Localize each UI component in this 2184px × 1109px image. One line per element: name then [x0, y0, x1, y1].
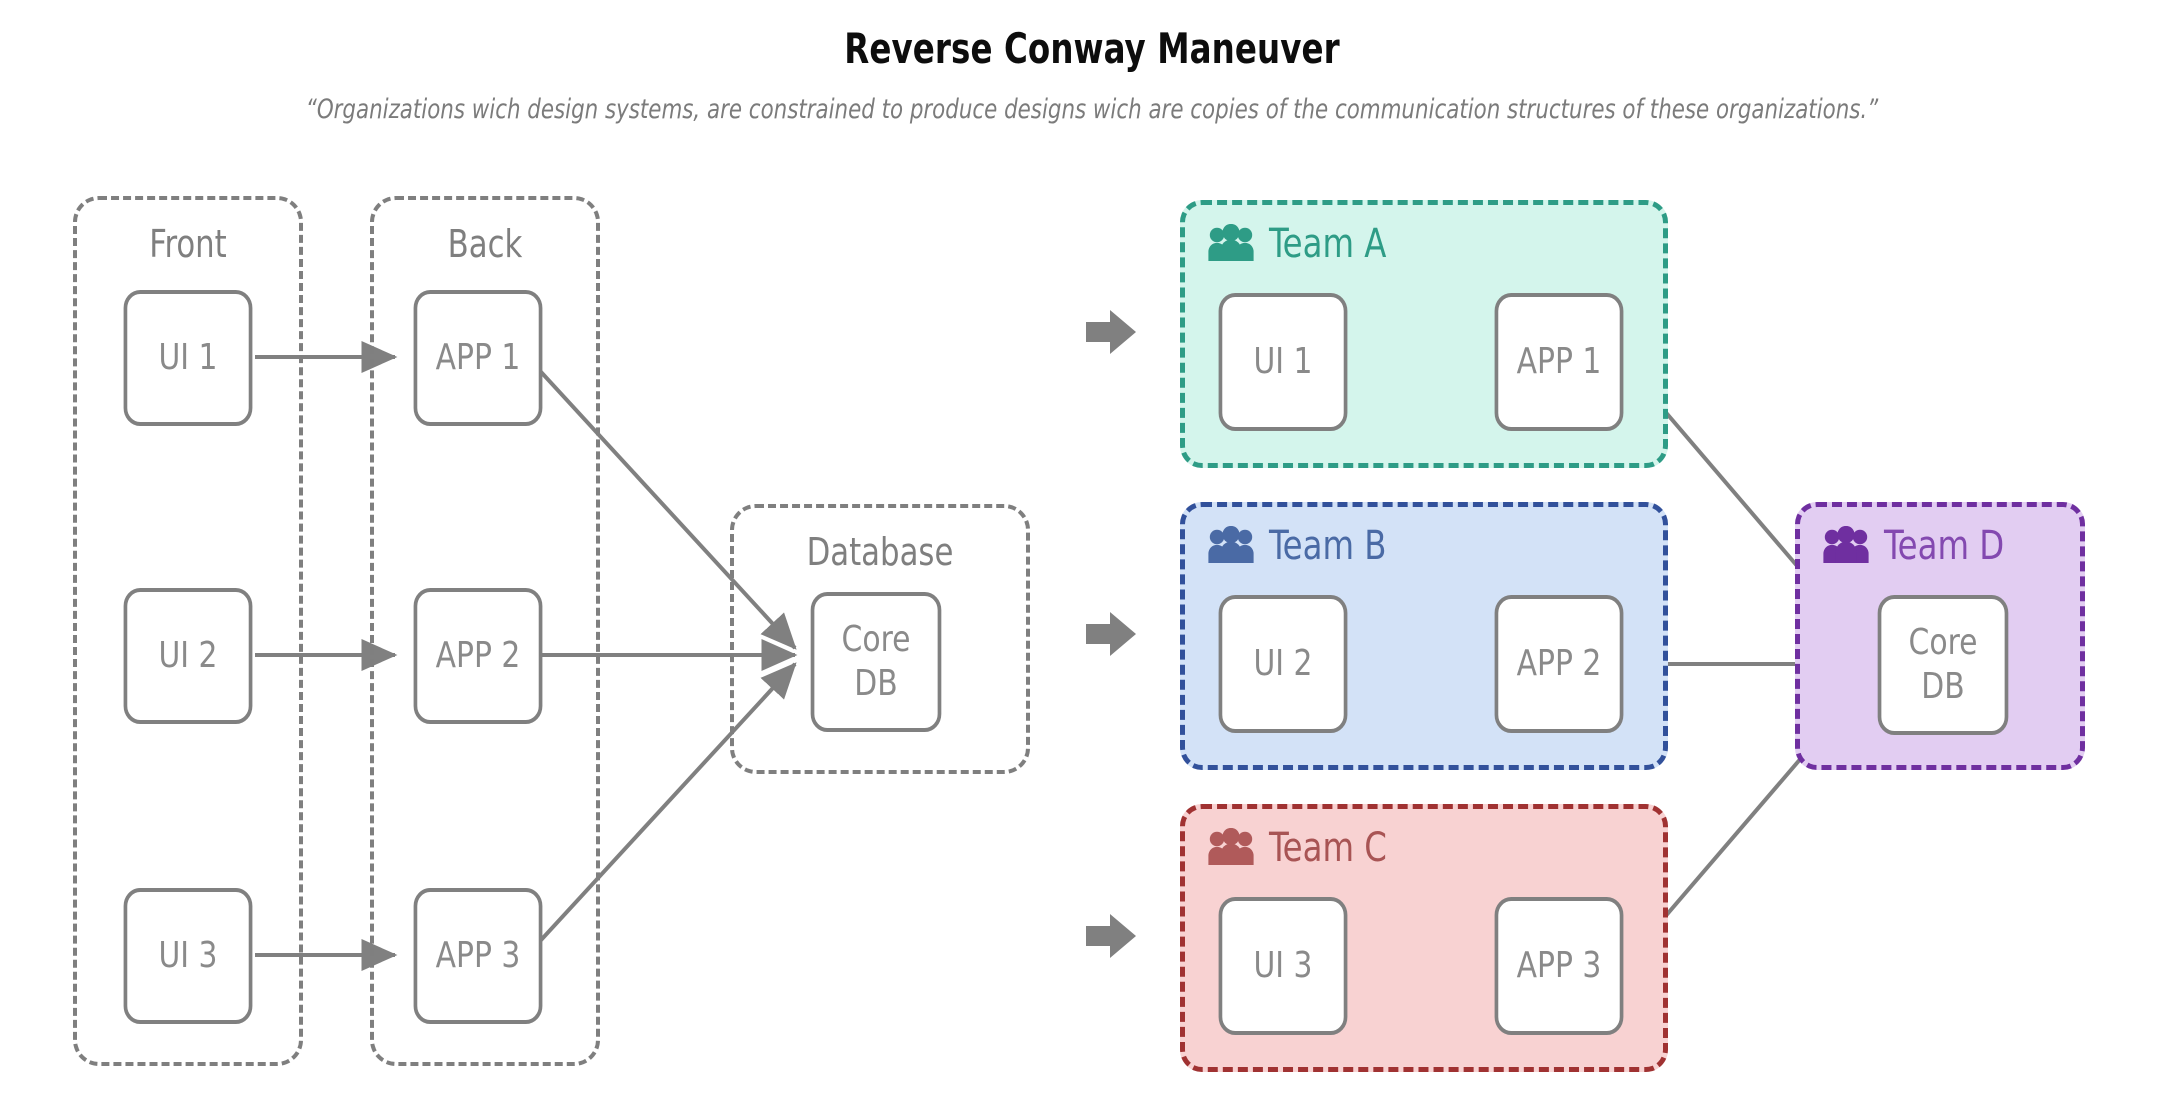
- block-arrow-right-icon: [1086, 612, 1136, 656]
- page-title: Reverse Conway Maneuver: [844, 24, 1340, 73]
- group-database: Database: [730, 504, 1030, 774]
- node-c-ui3[interactable]: UI 3: [1218, 897, 1348, 1035]
- people-group-icon: [1208, 828, 1254, 865]
- node-a-app1[interactable]: APP 1: [1494, 293, 1624, 431]
- team-c-header: Team C: [1207, 825, 1400, 871]
- group-back: Back: [370, 196, 600, 1066]
- node-b-ui2[interactable]: UI 2: [1218, 595, 1348, 733]
- node-app3[interactable]: APP 3: [413, 888, 543, 1024]
- people-group-icon: [1208, 526, 1254, 563]
- people-group-icon: [1823, 526, 1869, 563]
- block-arrow-right-icon: [1086, 914, 1136, 958]
- group-back-label: Back: [447, 222, 523, 266]
- node-app2[interactable]: APP 2: [413, 588, 543, 724]
- team-d-header: Team D: [1822, 523, 2018, 569]
- node-d-coredb[interactable]: Core DB: [1877, 595, 2009, 735]
- people-group-icon: [1208, 224, 1254, 261]
- node-c-app3[interactable]: APP 3: [1494, 897, 1624, 1035]
- team-a-header: Team A: [1207, 221, 1399, 267]
- node-coredb[interactable]: Core DB: [810, 592, 942, 732]
- group-front-label: Front: [149, 222, 227, 266]
- team-a-label: Team A: [1269, 221, 1387, 267]
- node-ui3[interactable]: UI 3: [123, 888, 253, 1024]
- node-b-app2[interactable]: APP 2: [1494, 595, 1624, 733]
- team-b-header: Team B: [1207, 523, 1400, 569]
- node-ui1[interactable]: UI 1: [123, 290, 253, 426]
- node-ui2[interactable]: UI 2: [123, 588, 253, 724]
- node-a-ui1[interactable]: UI 1: [1218, 293, 1348, 431]
- block-arrow-right-icon: [1086, 310, 1136, 354]
- group-database-label: Database: [806, 530, 954, 574]
- node-app1[interactable]: APP 1: [413, 290, 543, 426]
- page-subtitle: “Organizations wich design systems, are …: [305, 94, 1879, 125]
- team-c-label: Team C: [1269, 825, 1387, 871]
- team-b-label: Team B: [1269, 523, 1387, 569]
- team-d-label: Team D: [1884, 523, 2005, 569]
- group-front: Front: [73, 196, 303, 1066]
